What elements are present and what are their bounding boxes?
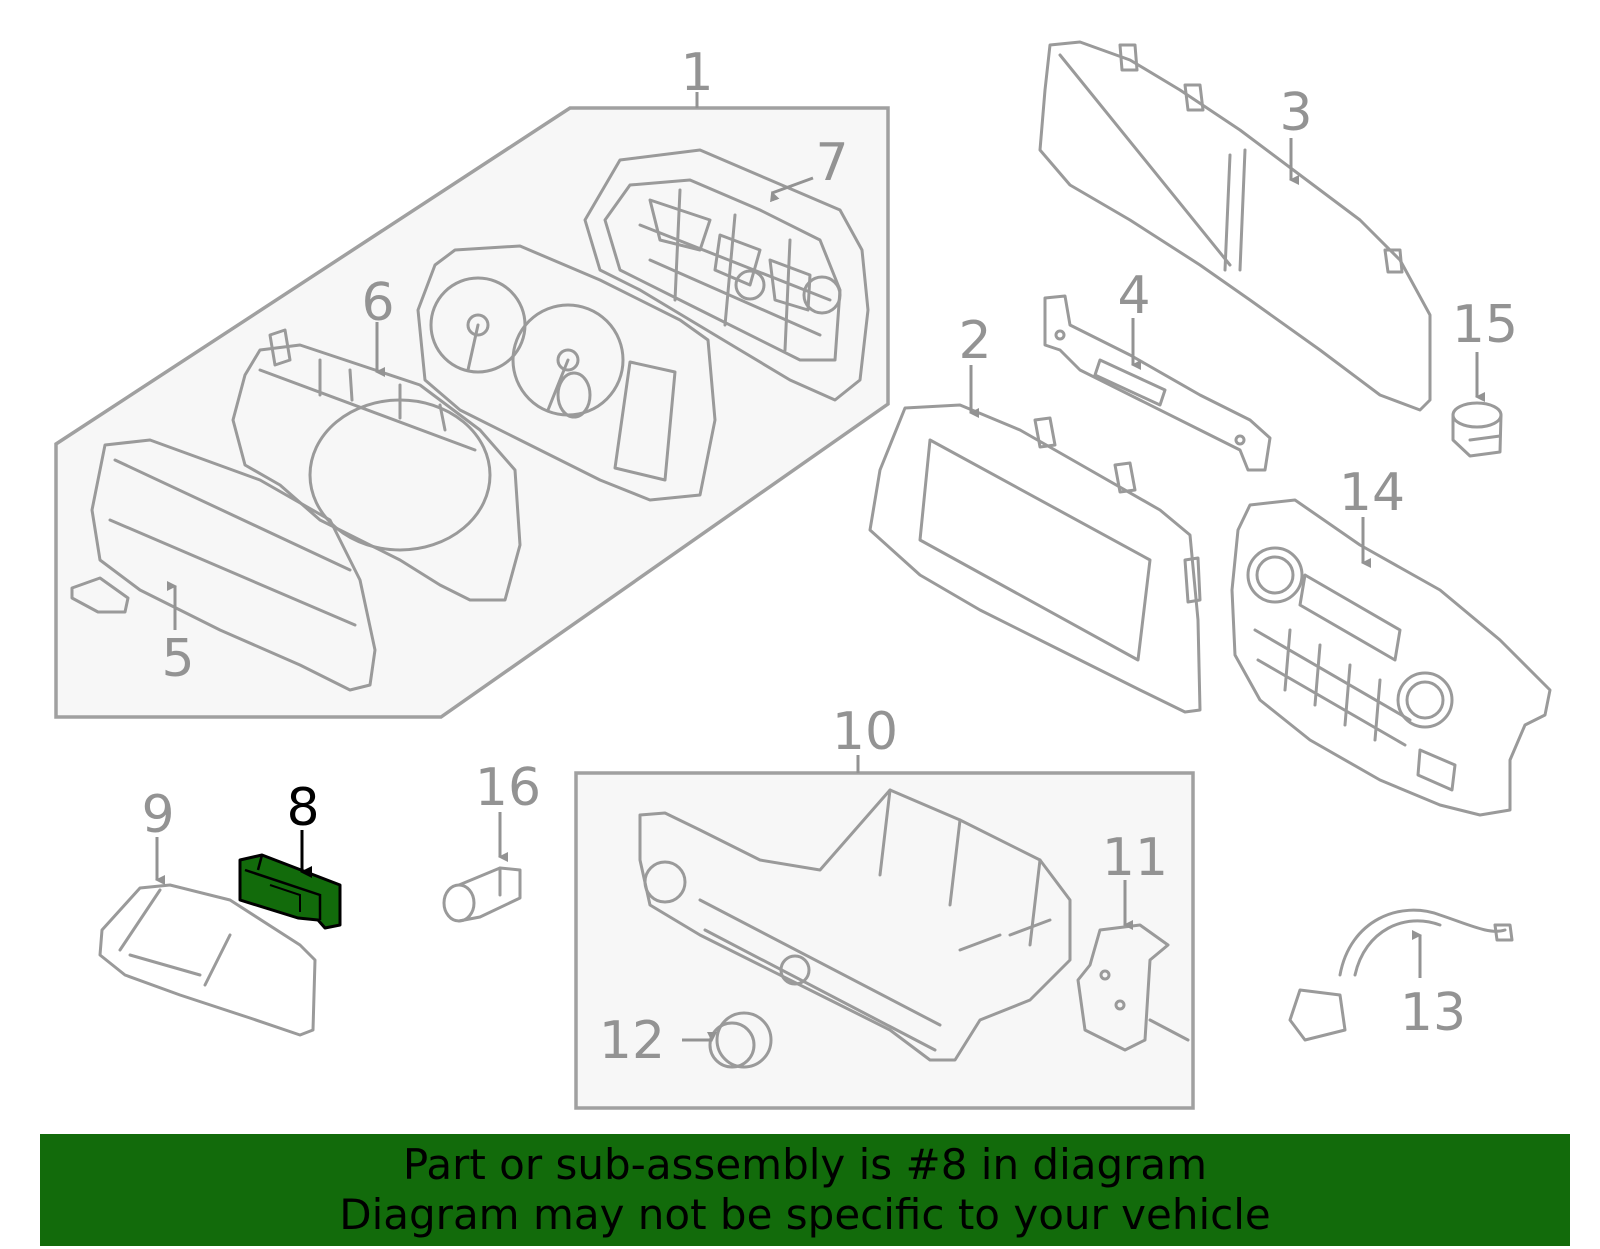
callout-6: 6 — [361, 273, 394, 333]
callout-14: 14 — [1339, 463, 1405, 523]
callout-5: 5 — [161, 629, 194, 689]
part-3-display-cover[interactable] — [1038, 40, 1432, 412]
part-7-cluster-case[interactable] — [583, 148, 870, 402]
part-8-switch-highlighted[interactable] — [238, 853, 342, 930]
part-4-bracket[interactable] — [1043, 294, 1272, 472]
leader-lines — [155, 92, 1485, 1042]
callout-16: 16 — [475, 758, 541, 818]
callout-10: 10 — [832, 702, 898, 762]
info-banner: Part or sub-assembly is #8 in diagram Di… — [40, 1134, 1570, 1246]
callout-8: 8 — [286, 778, 319, 838]
banner-line-1: Part or sub-assembly is #8 in diagram — [402, 1140, 1208, 1189]
callout-12: 12 — [599, 1011, 665, 1071]
part-6-cluster-housing[interactable] — [231, 328, 522, 602]
part-14-climate-panel[interactable] — [1230, 498, 1552, 817]
part-13-wiring-harness[interactable] — [1288, 908, 1514, 1042]
callout-1: 1 — [680, 43, 713, 103]
callout-11: 11 — [1102, 828, 1168, 888]
callout-3: 3 — [1279, 83, 1312, 143]
part-9-trim-panel[interactable] — [98, 883, 317, 1037]
banner-line-2: Diagram may not be specific to your vehi… — [339, 1190, 1271, 1239]
part-5-lens-cover[interactable] — [70, 438, 377, 692]
callout-15: 15 — [1452, 295, 1518, 355]
part-12-knob[interactable] — [708, 1011, 773, 1069]
callout-13: 13 — [1400, 983, 1466, 1043]
part-15-switch[interactable] — [1451, 401, 1503, 458]
instrument-cluster-group-box — [54, 106, 890, 719]
part-6-gauge-dial[interactable] — [416, 244, 717, 502]
callout-7: 7 — [815, 133, 848, 193]
part-10-audio-head-unit[interactable] — [638, 788, 1072, 1062]
part-11-bracket[interactable] — [1076, 923, 1190, 1052]
callout-4: 4 — [1117, 266, 1150, 326]
callout-9: 9 — [141, 785, 174, 845]
part-16-switch[interactable] — [442, 866, 522, 923]
parts-diagram: 1 2 3 4 5 6 7 8 9 10 11 12 13 14 15 16 — [54, 40, 1552, 1110]
callout-2: 2 — [958, 311, 991, 371]
part-2-display-unit[interactable] — [868, 403, 1202, 714]
audio-unit-group-box — [574, 771, 1195, 1110]
